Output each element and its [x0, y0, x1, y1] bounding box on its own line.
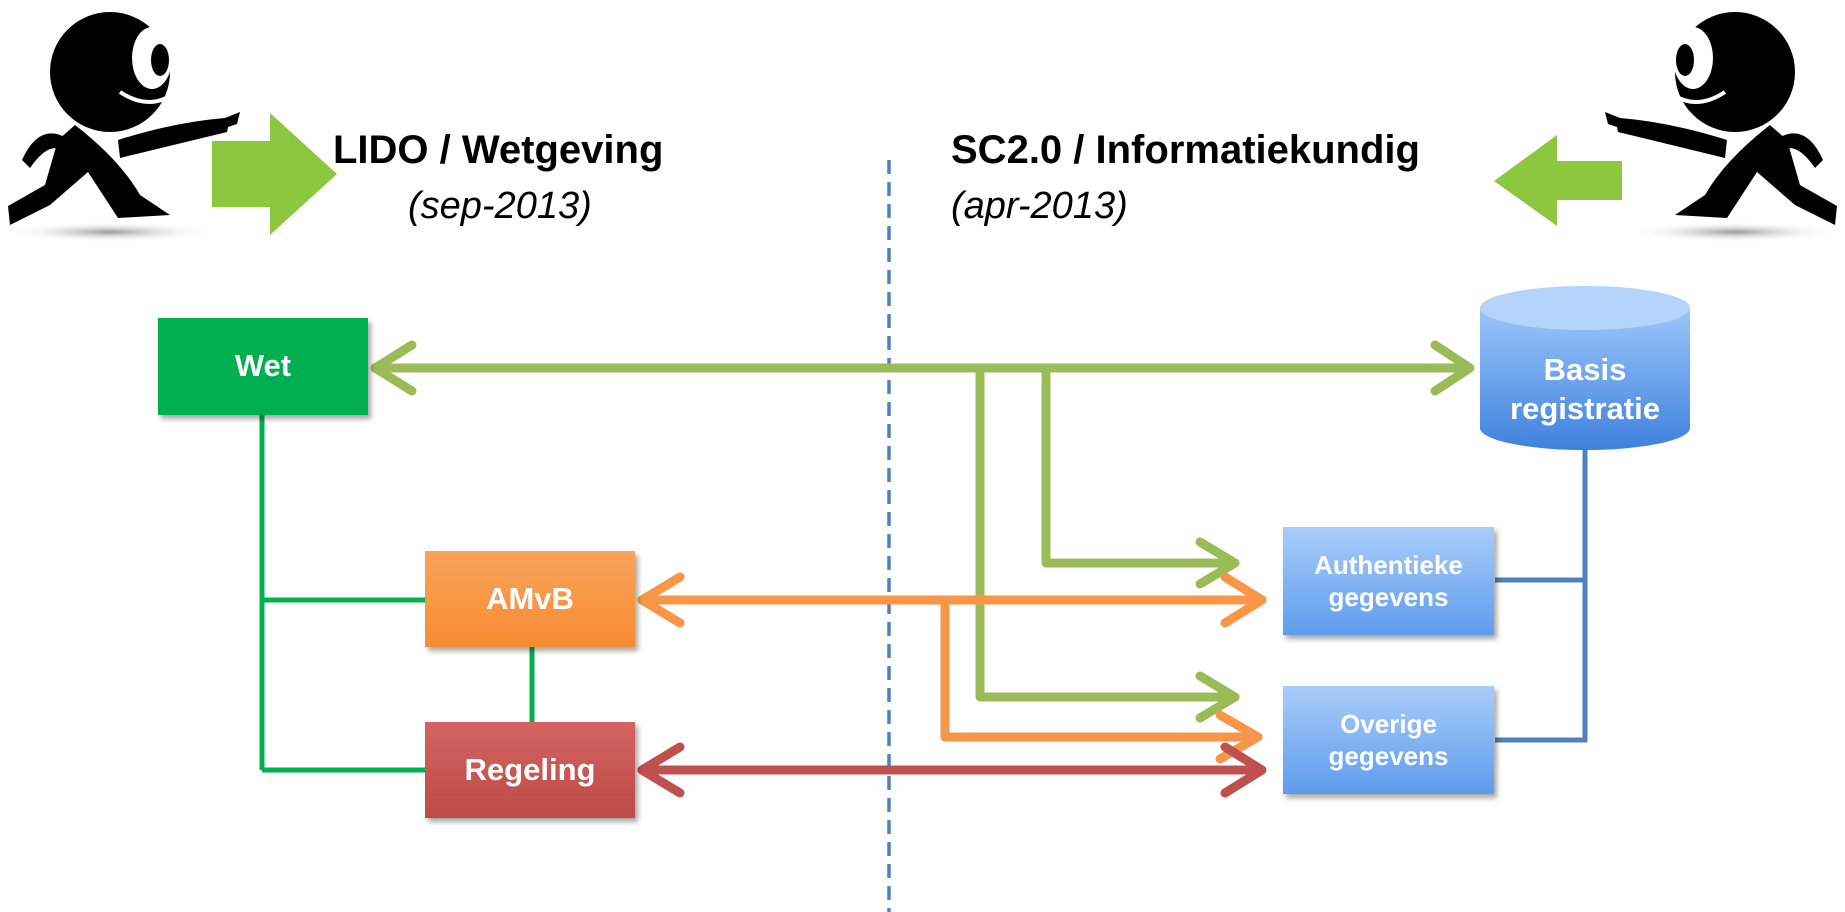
overige-label-line1: Overige	[1340, 708, 1437, 739]
blue-connectors	[1495, 448, 1588, 743]
right-figure-icon	[1605, 12, 1840, 242]
basis-registratie-cylinder	[1480, 286, 1690, 450]
overige-gegevens-box: Overige gegevens	[1283, 686, 1494, 794]
wet-box: Wet	[158, 318, 368, 415]
amvb-label: AMvB	[486, 580, 574, 616]
red-arrow	[637, 742, 1267, 798]
wet-label: Wet	[234, 348, 292, 384]
left-figure-icon	[5, 12, 240, 242]
orange-arrows	[637, 572, 1267, 764]
right-pointing-arrow-icon	[212, 113, 337, 235]
green-arrows	[370, 340, 1475, 723]
left-pointing-arrow-icon	[1494, 135, 1622, 226]
left-heading: LIDO / Wetgeving	[333, 128, 664, 172]
authentieke-label-line1: Authentieke	[1314, 549, 1463, 580]
left-date: (sep-2013)	[408, 185, 592, 227]
authentieke-label-line2: gegevens	[1328, 582, 1449, 612]
authentieke-gegevens-box: Authentieke gegevens	[1283, 527, 1494, 635]
right-heading: SC2.0 / Informatiekundig	[951, 128, 1420, 172]
regeling-box: Regeling	[425, 722, 635, 818]
right-date: (apr-2013)	[951, 185, 1128, 227]
hierarchy-lines	[259, 415, 535, 773]
overige-label-line2: gegevens	[1328, 741, 1449, 771]
basis-registratie-label: Basis registratie	[1480, 340, 1690, 440]
regeling-label: Regeling	[464, 751, 596, 787]
amvb-box: AMvB	[425, 551, 635, 647]
basis-label-line2: registratie	[1510, 391, 1660, 426]
basis-label-line1: Basis	[1543, 352, 1627, 388]
